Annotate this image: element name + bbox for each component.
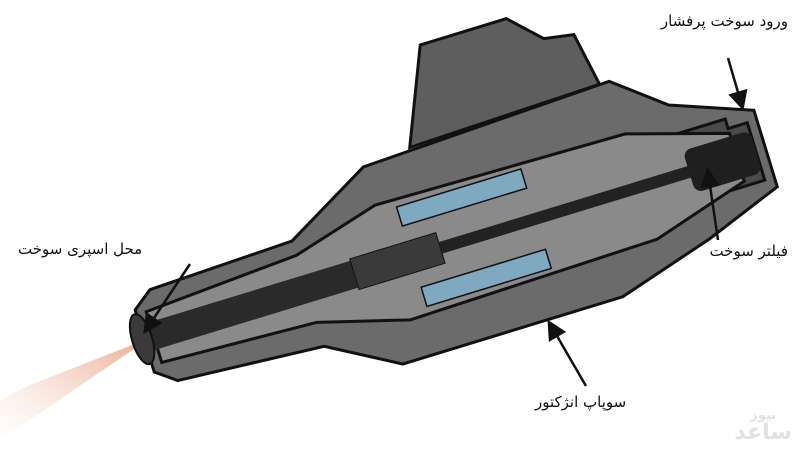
label-spray-location: محل اسپری سوخت [18, 240, 143, 258]
solenoid-coil-bottom [420, 248, 553, 308]
label-injector-valve: سوپاپ انژکتور [535, 393, 627, 411]
watermark-top: نیوز [750, 408, 777, 423]
nozzle-tip [128, 313, 156, 366]
arrow-inlet [726, 57, 748, 111]
watermark-main: ساعد [734, 420, 792, 445]
fuel-spray [0, 338, 150, 440]
arrow-filter [700, 167, 721, 241]
arrow-valve [547, 319, 588, 387]
arrow-spray [143, 263, 192, 335]
fuel-passage [438, 154, 730, 254]
solenoid-coil-top [395, 168, 528, 228]
label-high-pressure-inlet: ورود سوخت پرفشار [660, 12, 788, 30]
label-fuel-filter: فیلتر سوخت [709, 242, 788, 260]
armature [349, 231, 446, 291]
watermark-logo: نیوز ساعد [734, 409, 792, 444]
injector-body [133, 17, 780, 383]
